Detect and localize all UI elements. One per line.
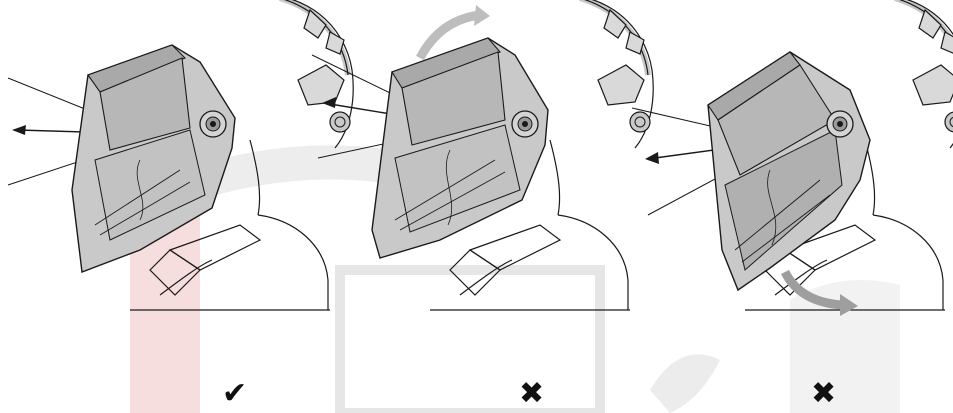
panel-correct-position (7, 0, 353, 310)
incorrect-cross-icon: ✖ (519, 376, 545, 411)
panel-incorrect-tilted-down (631, 0, 953, 316)
panel-incorrect-tilted-up (311, 0, 653, 310)
correct-check-icon: ✔ (222, 376, 248, 411)
incorrect-cross-icon: ✖ (811, 376, 837, 411)
